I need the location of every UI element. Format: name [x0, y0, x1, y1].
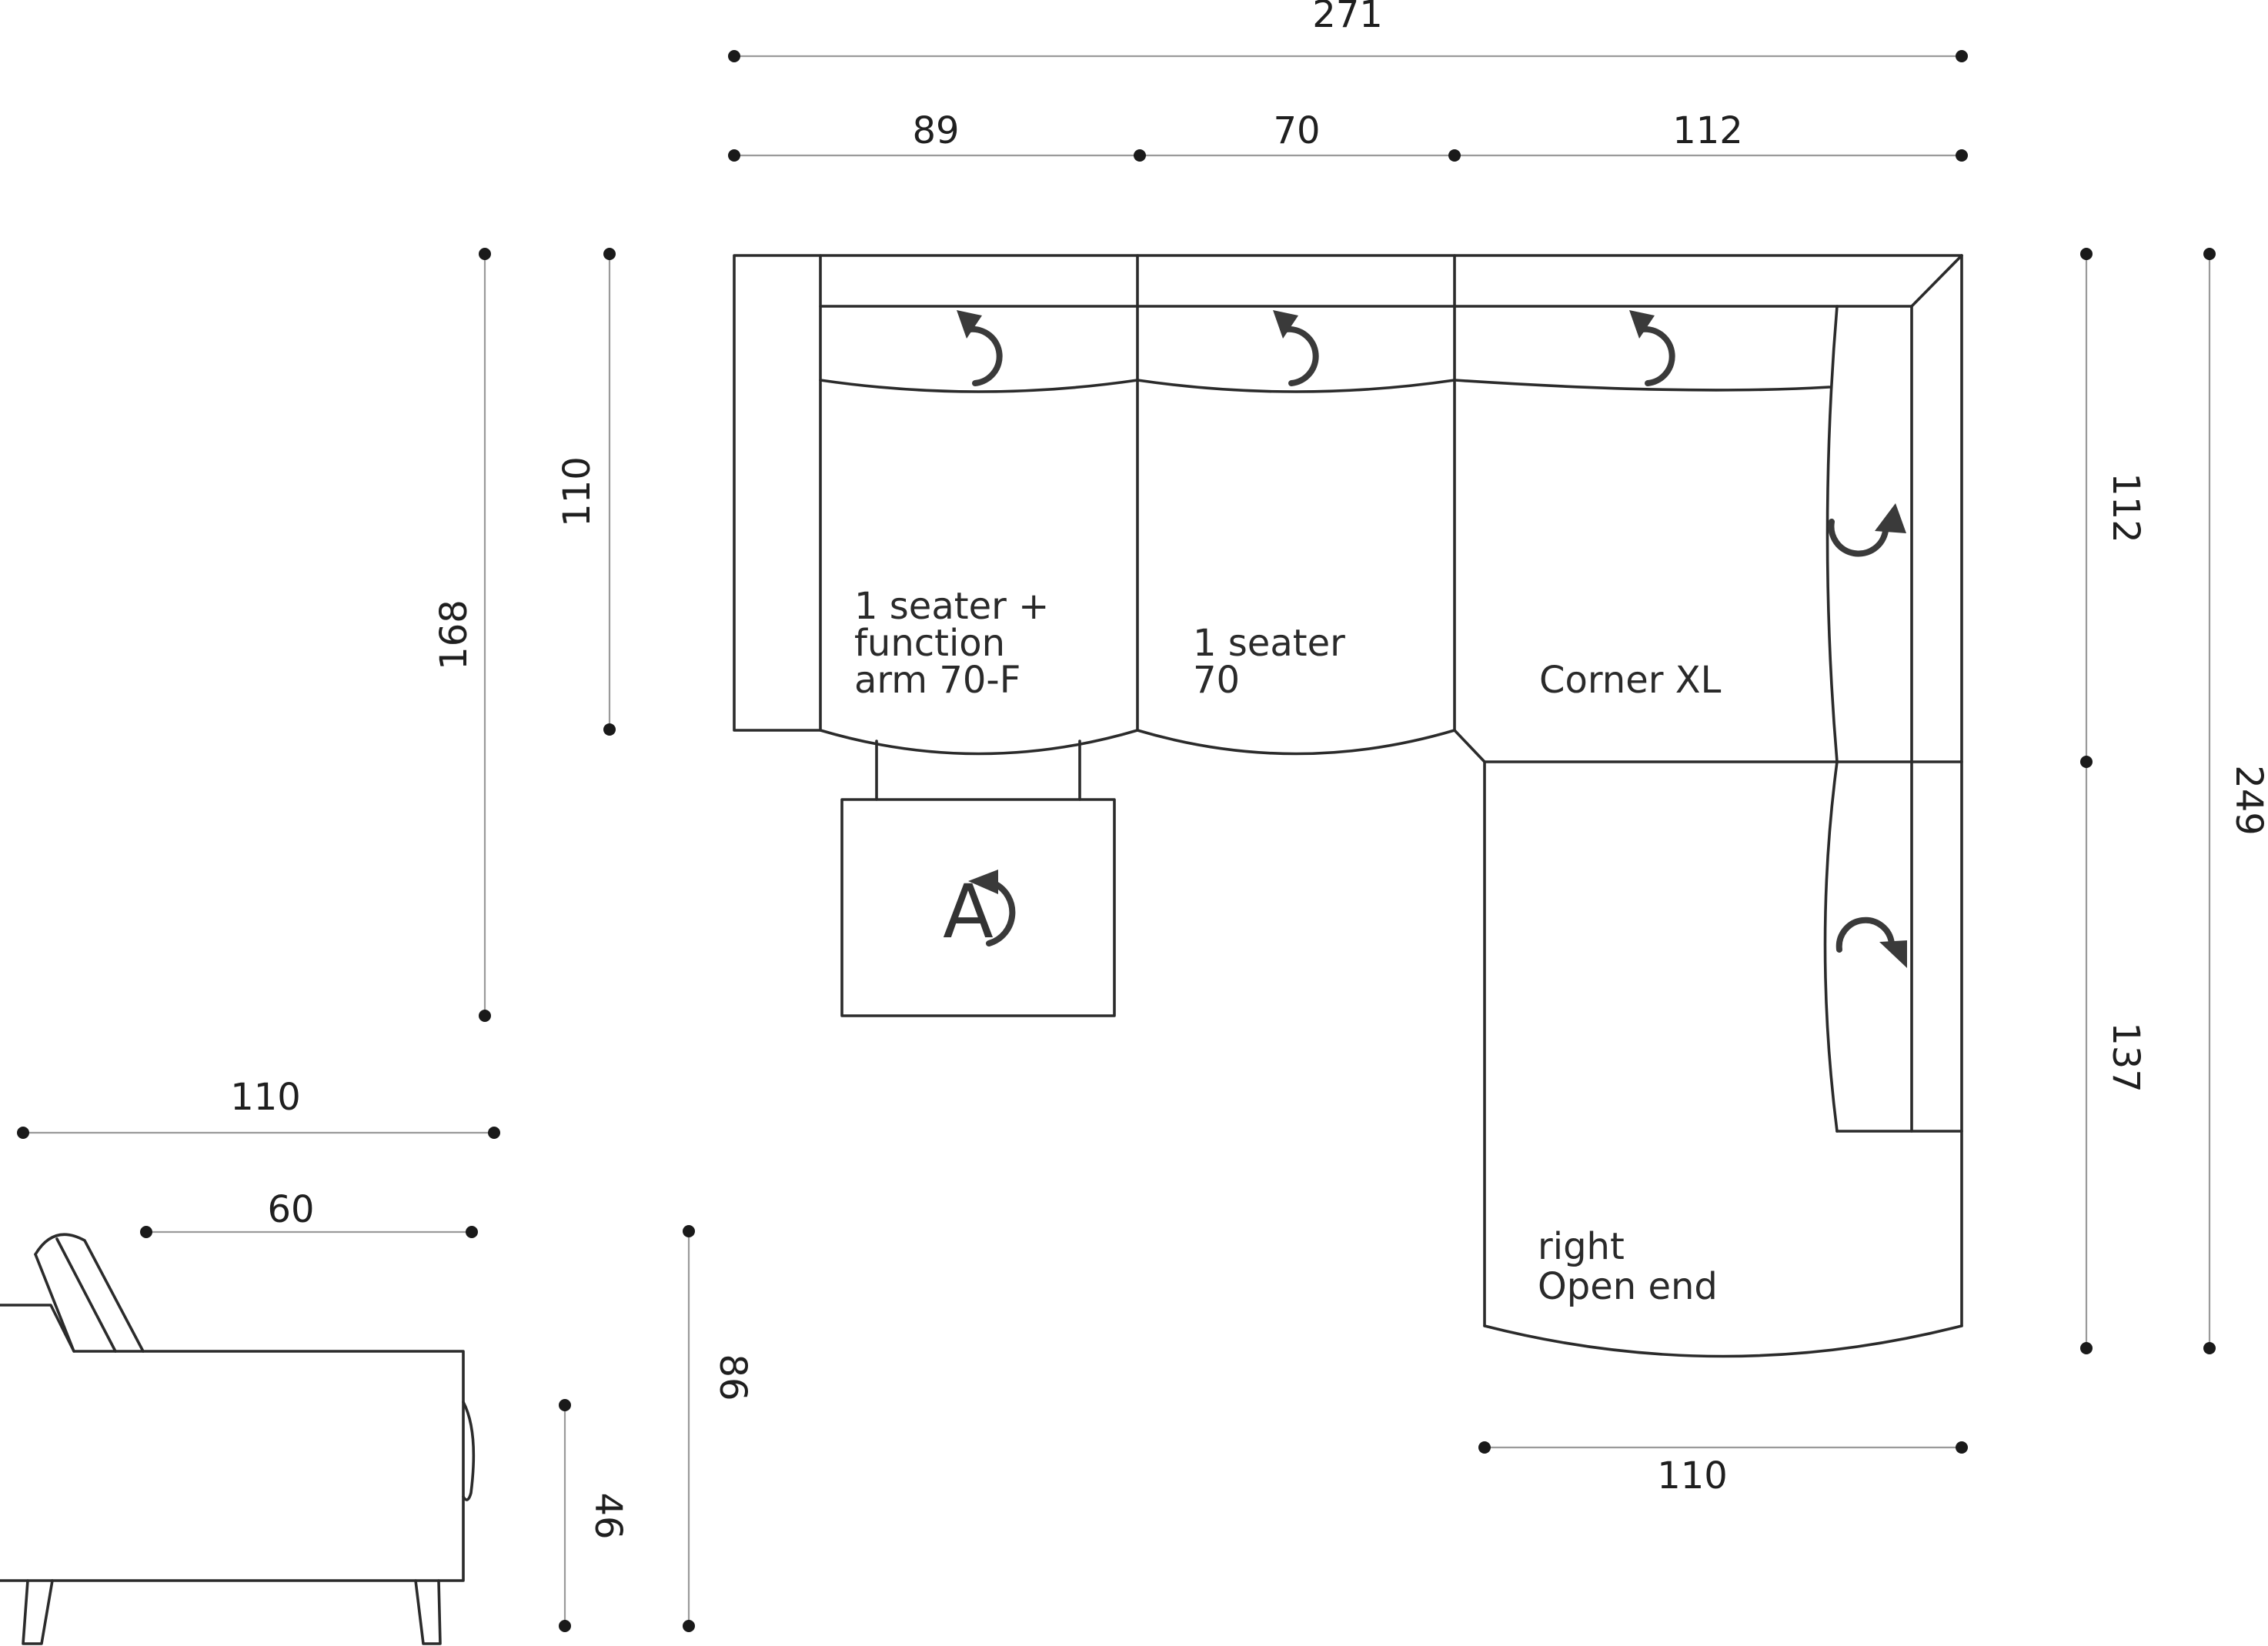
dimension-side-height-label: 86 — [711, 1354, 754, 1401]
side-leg-back — [414, 1579, 442, 1645]
dimension-seg-1-label: 89 — [912, 109, 959, 152]
dimension-right-total-label: 249 — [2227, 765, 2268, 836]
seat-front-1 — [819, 729, 1139, 756]
headrest-2 — [1136, 379, 1456, 393]
module-2-label: 1 seater 70 — [1193, 622, 1357, 702]
dimension-right-total: 249 — [2203, 248, 2268, 1354]
footstool-adjust-icon: A — [943, 869, 1016, 955]
dimension-right-split: 112 137 — [2080, 248, 2147, 1354]
module-1-label: 1 seater + function arm 70-F — [854, 585, 1061, 702]
seat-front-2 — [1136, 729, 1456, 756]
recline-arrow-icon — [1629, 310, 1675, 386]
open-end-front — [1483, 1324, 1963, 1358]
dimension-side-seat-depth-label: 60 — [267, 1188, 314, 1231]
recline-arrow-icon — [1835, 916, 1907, 968]
side-body — [0, 1304, 465, 1582]
side-view: 110 60 86 46 — [0, 1076, 754, 1645]
dimension-depth-back: 110 — [556, 248, 616, 736]
headrest-1 — [819, 379, 1139, 393]
headrest-3 — [1453, 379, 1831, 392]
dimension-segments: 89 70 112 — [728, 109, 1968, 162]
dimension-depth-total-label: 168 — [433, 599, 476, 670]
headrest-corner-right — [1825, 305, 1839, 763]
dimension-seg-3-label: 112 — [1672, 109, 1743, 152]
dimension-right-lower-label: 137 — [2104, 1022, 2147, 1093]
dimension-depth-total: 168 — [433, 248, 491, 1022]
side-backrest — [34, 1233, 145, 1353]
module-4-label: right Open end — [1538, 1225, 1718, 1308]
dimension-open-end-width: 110 — [1478, 1441, 1968, 1497]
recline-arrow-icon — [1273, 310, 1319, 386]
dimension-seg-2-label: 70 — [1273, 109, 1320, 152]
dimension-total-width-label: 271 — [1312, 0, 1383, 36]
dimension-total-width: 271 — [728, 0, 1968, 62]
dimension-open-end-width-label: 110 — [1657, 1454, 1728, 1497]
recline-arrow-icon — [957, 310, 1003, 386]
side-headrest-bump — [462, 1401, 476, 1501]
dimension-side-depth-label: 110 — [230, 1076, 301, 1119]
sofa-plan: A 1 seater + function arm 70-F 1 seater … — [733, 254, 1963, 1358]
dimension-depth-back-label: 110 — [556, 456, 599, 527]
footstool — [840, 798, 1116, 1017]
side-leg-front — [22, 1579, 54, 1645]
module-3-label: Corner XL — [1539, 659, 1722, 702]
dimension-side-seat-height-label: 46 — [586, 1492, 630, 1539]
headrest-open-end — [1823, 760, 1839, 1133]
dimension-right-upper-label: 112 — [2104, 472, 2147, 543]
recline-arrow-icon — [1828, 503, 1906, 557]
left-arm — [733, 254, 822, 732]
